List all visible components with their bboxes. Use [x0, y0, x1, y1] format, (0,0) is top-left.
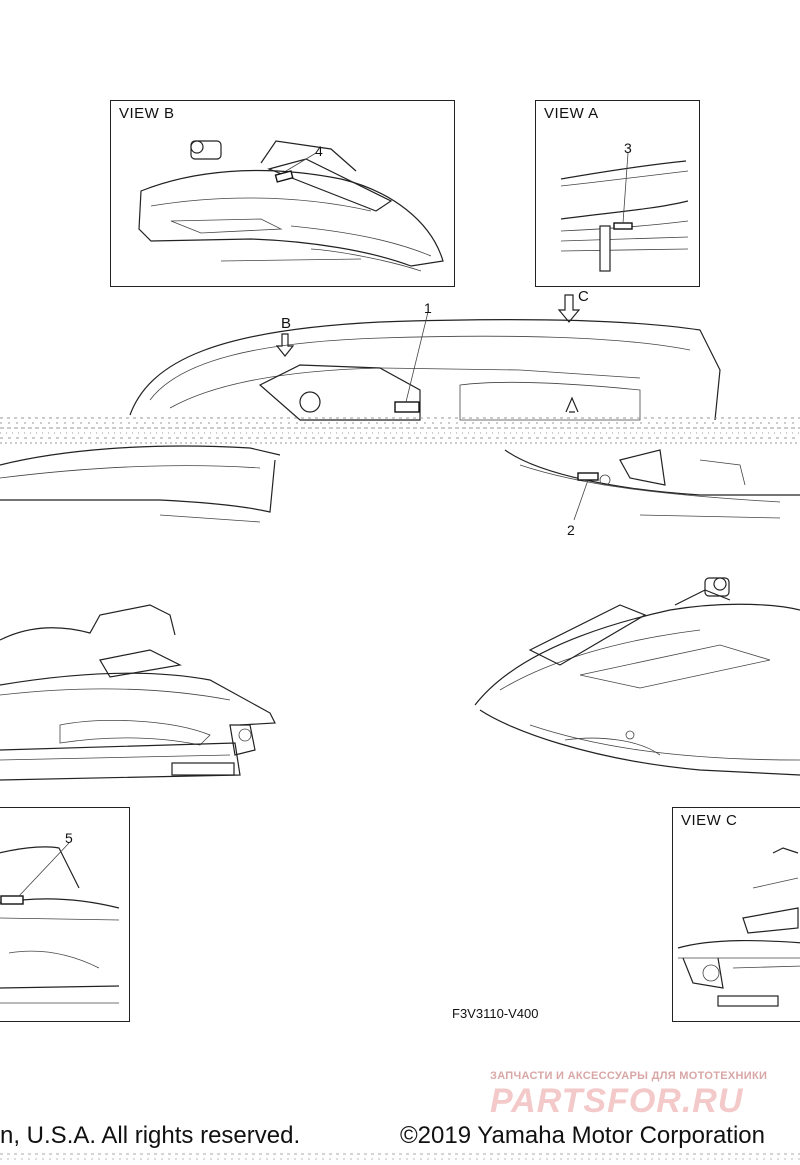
arrow-b-label: B [281, 315, 292, 332]
watermark-tagline: ЗАПЧАСТИ И АКСЕССУАРЫ ДЛЯ МОТОТЕХНИКИ [490, 1070, 768, 1082]
bottom-noise-band [0, 1153, 800, 1160]
label-4-marker [274, 170, 294, 183]
view-a-title: VIEW A [544, 105, 599, 122]
callout-2: 2 [567, 522, 575, 538]
view-partial-box: 5 [0, 807, 130, 1022]
view-partial-drawing [0, 842, 120, 1004]
scan-noise-band [0, 417, 800, 444]
view-a-drawing [560, 152, 689, 272]
figure-code: F3V3110-V400 [452, 1006, 539, 1021]
view-c-drawing [677, 847, 800, 1007]
footer-copyright-left: n, U.S.A. All rights reserved. [0, 1122, 301, 1149]
left-profile-drawing [0, 604, 276, 781]
view-b-drawing [138, 140, 444, 272]
view-c-box: VIEW C [672, 807, 800, 1022]
footer-copyright-right: ©2019 Yamaha Motor Corporation [400, 1122, 766, 1149]
label-3-marker [613, 222, 633, 230]
callout-3: 3 [624, 140, 632, 156]
main-watercraft-drawing [0, 294, 800, 523]
arrow-c-label: C [578, 288, 589, 305]
view-a-box: VIEW A 3 [535, 100, 700, 287]
view-b-title: VIEW B [119, 105, 175, 122]
label-1-marker [394, 401, 420, 413]
watermark-brand: PARTSFOR.RU [490, 1082, 744, 1120]
callout-4: 4 [315, 143, 323, 159]
label-5-marker [0, 895, 24, 905]
label-2-marker [577, 472, 599, 481]
view-c-title: VIEW C [681, 812, 738, 829]
callout-5: 5 [65, 830, 73, 846]
callout-1: 1 [424, 300, 432, 316]
view-b-box: VIEW B 4 [110, 100, 455, 287]
right-front-drawing [474, 577, 800, 776]
